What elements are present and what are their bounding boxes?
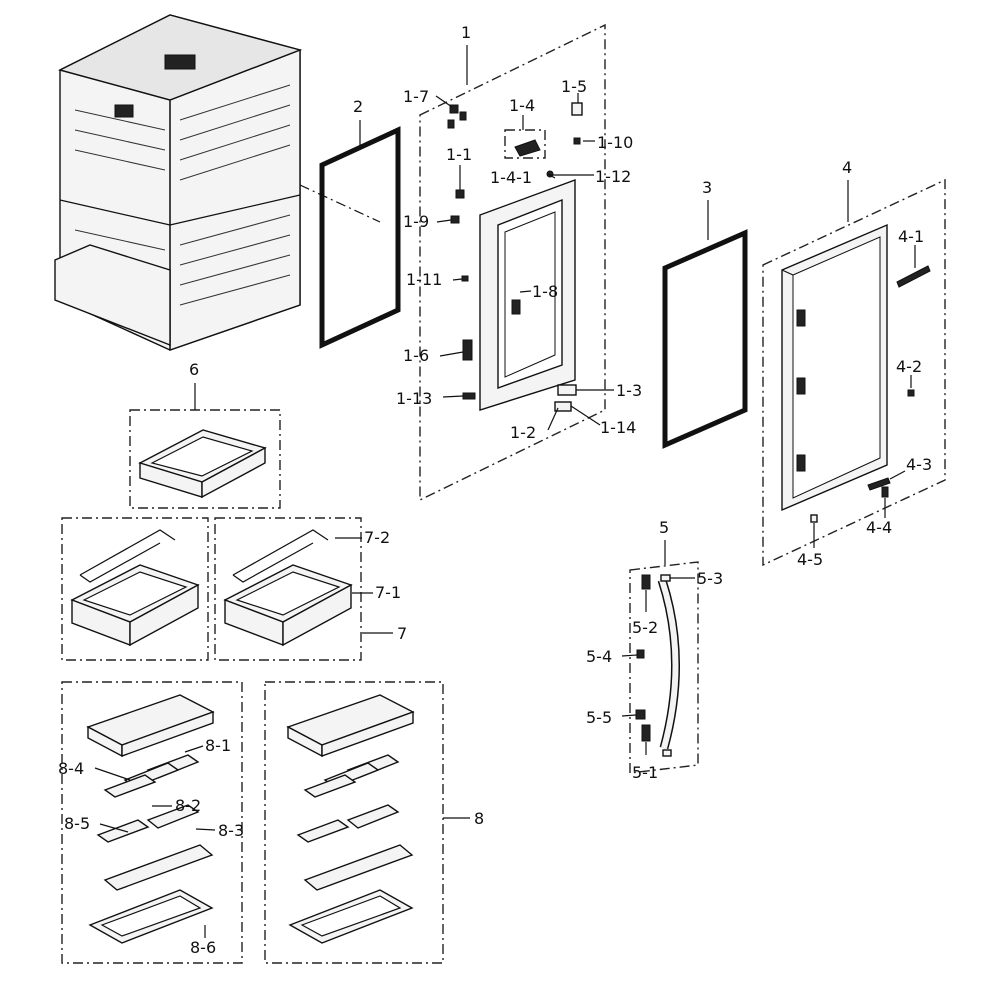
- label-8-3: 8-3: [218, 821, 244, 840]
- label-5-3: 5-3: [697, 569, 723, 588]
- bin-7b: [223, 529, 353, 647]
- label-4: 4: [842, 158, 852, 177]
- label-1: 1: [461, 23, 471, 42]
- drawer-8b: [286, 694, 415, 944]
- label-1-11: 1-11: [406, 270, 442, 289]
- label-7: 7: [397, 624, 407, 643]
- label-1-1: 1-1: [446, 145, 472, 164]
- bin-7b-callout-box: [214, 517, 362, 661]
- label-1-6: 1-6: [403, 346, 429, 365]
- gasket-3: [662, 229, 748, 449]
- door-1-small-parts: [447, 102, 583, 412]
- label-8-5: 8-5: [64, 814, 90, 833]
- label-4-4: 4-4: [866, 518, 892, 537]
- label-1-9: 1-9: [403, 212, 429, 231]
- label-1-3: 1-3: [616, 381, 642, 400]
- door-frame-1-8: [479, 178, 576, 411]
- label-8-6: 8-6: [190, 938, 216, 957]
- label-4-5: 4-5: [797, 550, 823, 569]
- hinge-box-1-4: [504, 129, 546, 159]
- label-1-4: 1-4: [509, 96, 535, 115]
- label-5-2: 5-2: [632, 618, 658, 637]
- label-5-5: 5-5: [586, 708, 612, 727]
- label-4-1: 4-1: [898, 227, 924, 246]
- part-4-3: [867, 477, 891, 491]
- label-3: 3: [702, 178, 712, 197]
- label-4-3: 4-3: [906, 455, 932, 474]
- label-8-2: 8-2: [175, 796, 201, 815]
- label-1-5: 1-5: [561, 77, 587, 96]
- handle-5-callout-box: [629, 561, 699, 774]
- handle-bar-4-1: [896, 265, 931, 288]
- label-8: 8: [474, 809, 484, 828]
- drawer-8a-callout-box: [61, 681, 243, 964]
- label-5-4: 5-4: [586, 647, 612, 666]
- drawer-8b-callout-box: [264, 681, 444, 964]
- door-4-callout-box: [762, 178, 946, 567]
- label-1-4-1: 1-4-1: [490, 168, 532, 187]
- label-1-14: 1-14: [600, 418, 636, 437]
- door-panel-4: [781, 223, 888, 512]
- label-1-8: 1-8: [532, 282, 558, 301]
- drawer-8a: [86, 694, 215, 944]
- bin-7a: [70, 529, 200, 647]
- label-2: 2: [353, 97, 363, 116]
- gasket-2: [319, 126, 401, 349]
- label-7-2: 7-2: [364, 528, 390, 547]
- label-8-1: 8-1: [205, 736, 231, 755]
- label-5: 5: [659, 518, 669, 537]
- label-1-7: 1-7: [403, 87, 429, 106]
- bin-6: [138, 429, 267, 499]
- label-4-2: 4-2: [896, 357, 922, 376]
- label-1-12: 1-12: [595, 167, 631, 186]
- refrigerator-cabinet: [54, 14, 303, 351]
- label-1-13: 1-13: [396, 389, 432, 408]
- part-4-4: [881, 486, 889, 498]
- door-1-callout-box: [419, 23, 606, 502]
- label-6: 6: [189, 360, 199, 379]
- part-4-2: [907, 389, 915, 397]
- label-8-4: 8-4: [58, 759, 84, 778]
- label-7-1: 7-1: [375, 583, 401, 602]
- bin-7a-callout-box: [61, 517, 209, 661]
- label-1-10: 1-10: [597, 133, 633, 152]
- bin-6-callout-box: [129, 409, 281, 509]
- label-5-1: 5-1: [632, 763, 658, 782]
- part-4-5: [810, 514, 818, 523]
- label-1-2: 1-2: [510, 423, 536, 442]
- cabinet-shelf-lines: [74, 84, 291, 306]
